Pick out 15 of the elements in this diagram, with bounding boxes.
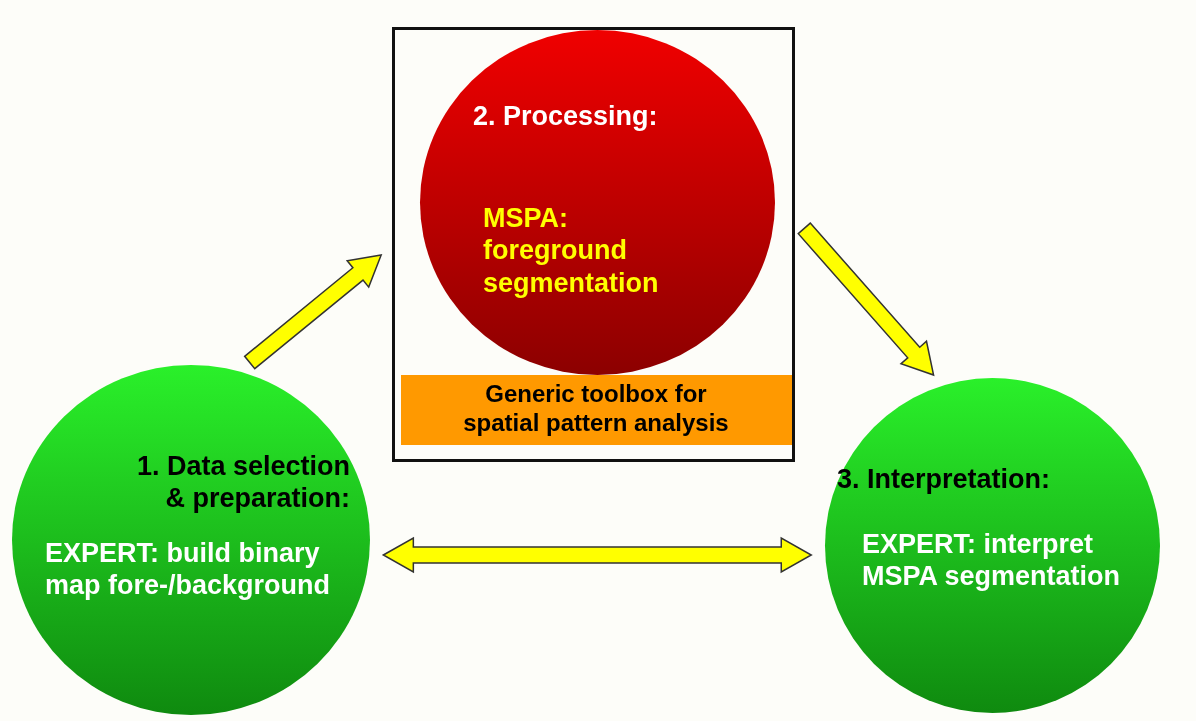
circle-description: EXPERT: build binary map fore-/background bbox=[45, 537, 332, 602]
block-arrow bbox=[381, 536, 813, 574]
block-arrow bbox=[797, 222, 935, 377]
circle-heading: 1. Data selection & preparation: bbox=[135, 450, 350, 515]
circle-heading: 3. Interpretation: bbox=[837, 463, 1052, 496]
bar-caption: Generic toolbox for spatial pattern analysis bbox=[462, 380, 730, 438]
frame-box bbox=[392, 27, 795, 462]
block-arrow bbox=[243, 254, 383, 370]
stage-circle bbox=[12, 365, 370, 715]
stage-circle bbox=[825, 378, 1160, 713]
circle-description: EXPERT: interpret MSPA segmentation bbox=[862, 528, 1122, 593]
circle-description: MSPA: foreground segmentation bbox=[483, 202, 660, 300]
toolbox-bar bbox=[401, 375, 792, 445]
stage-circle bbox=[420, 30, 775, 375]
circle-heading: 2. Processing: bbox=[473, 100, 659, 133]
